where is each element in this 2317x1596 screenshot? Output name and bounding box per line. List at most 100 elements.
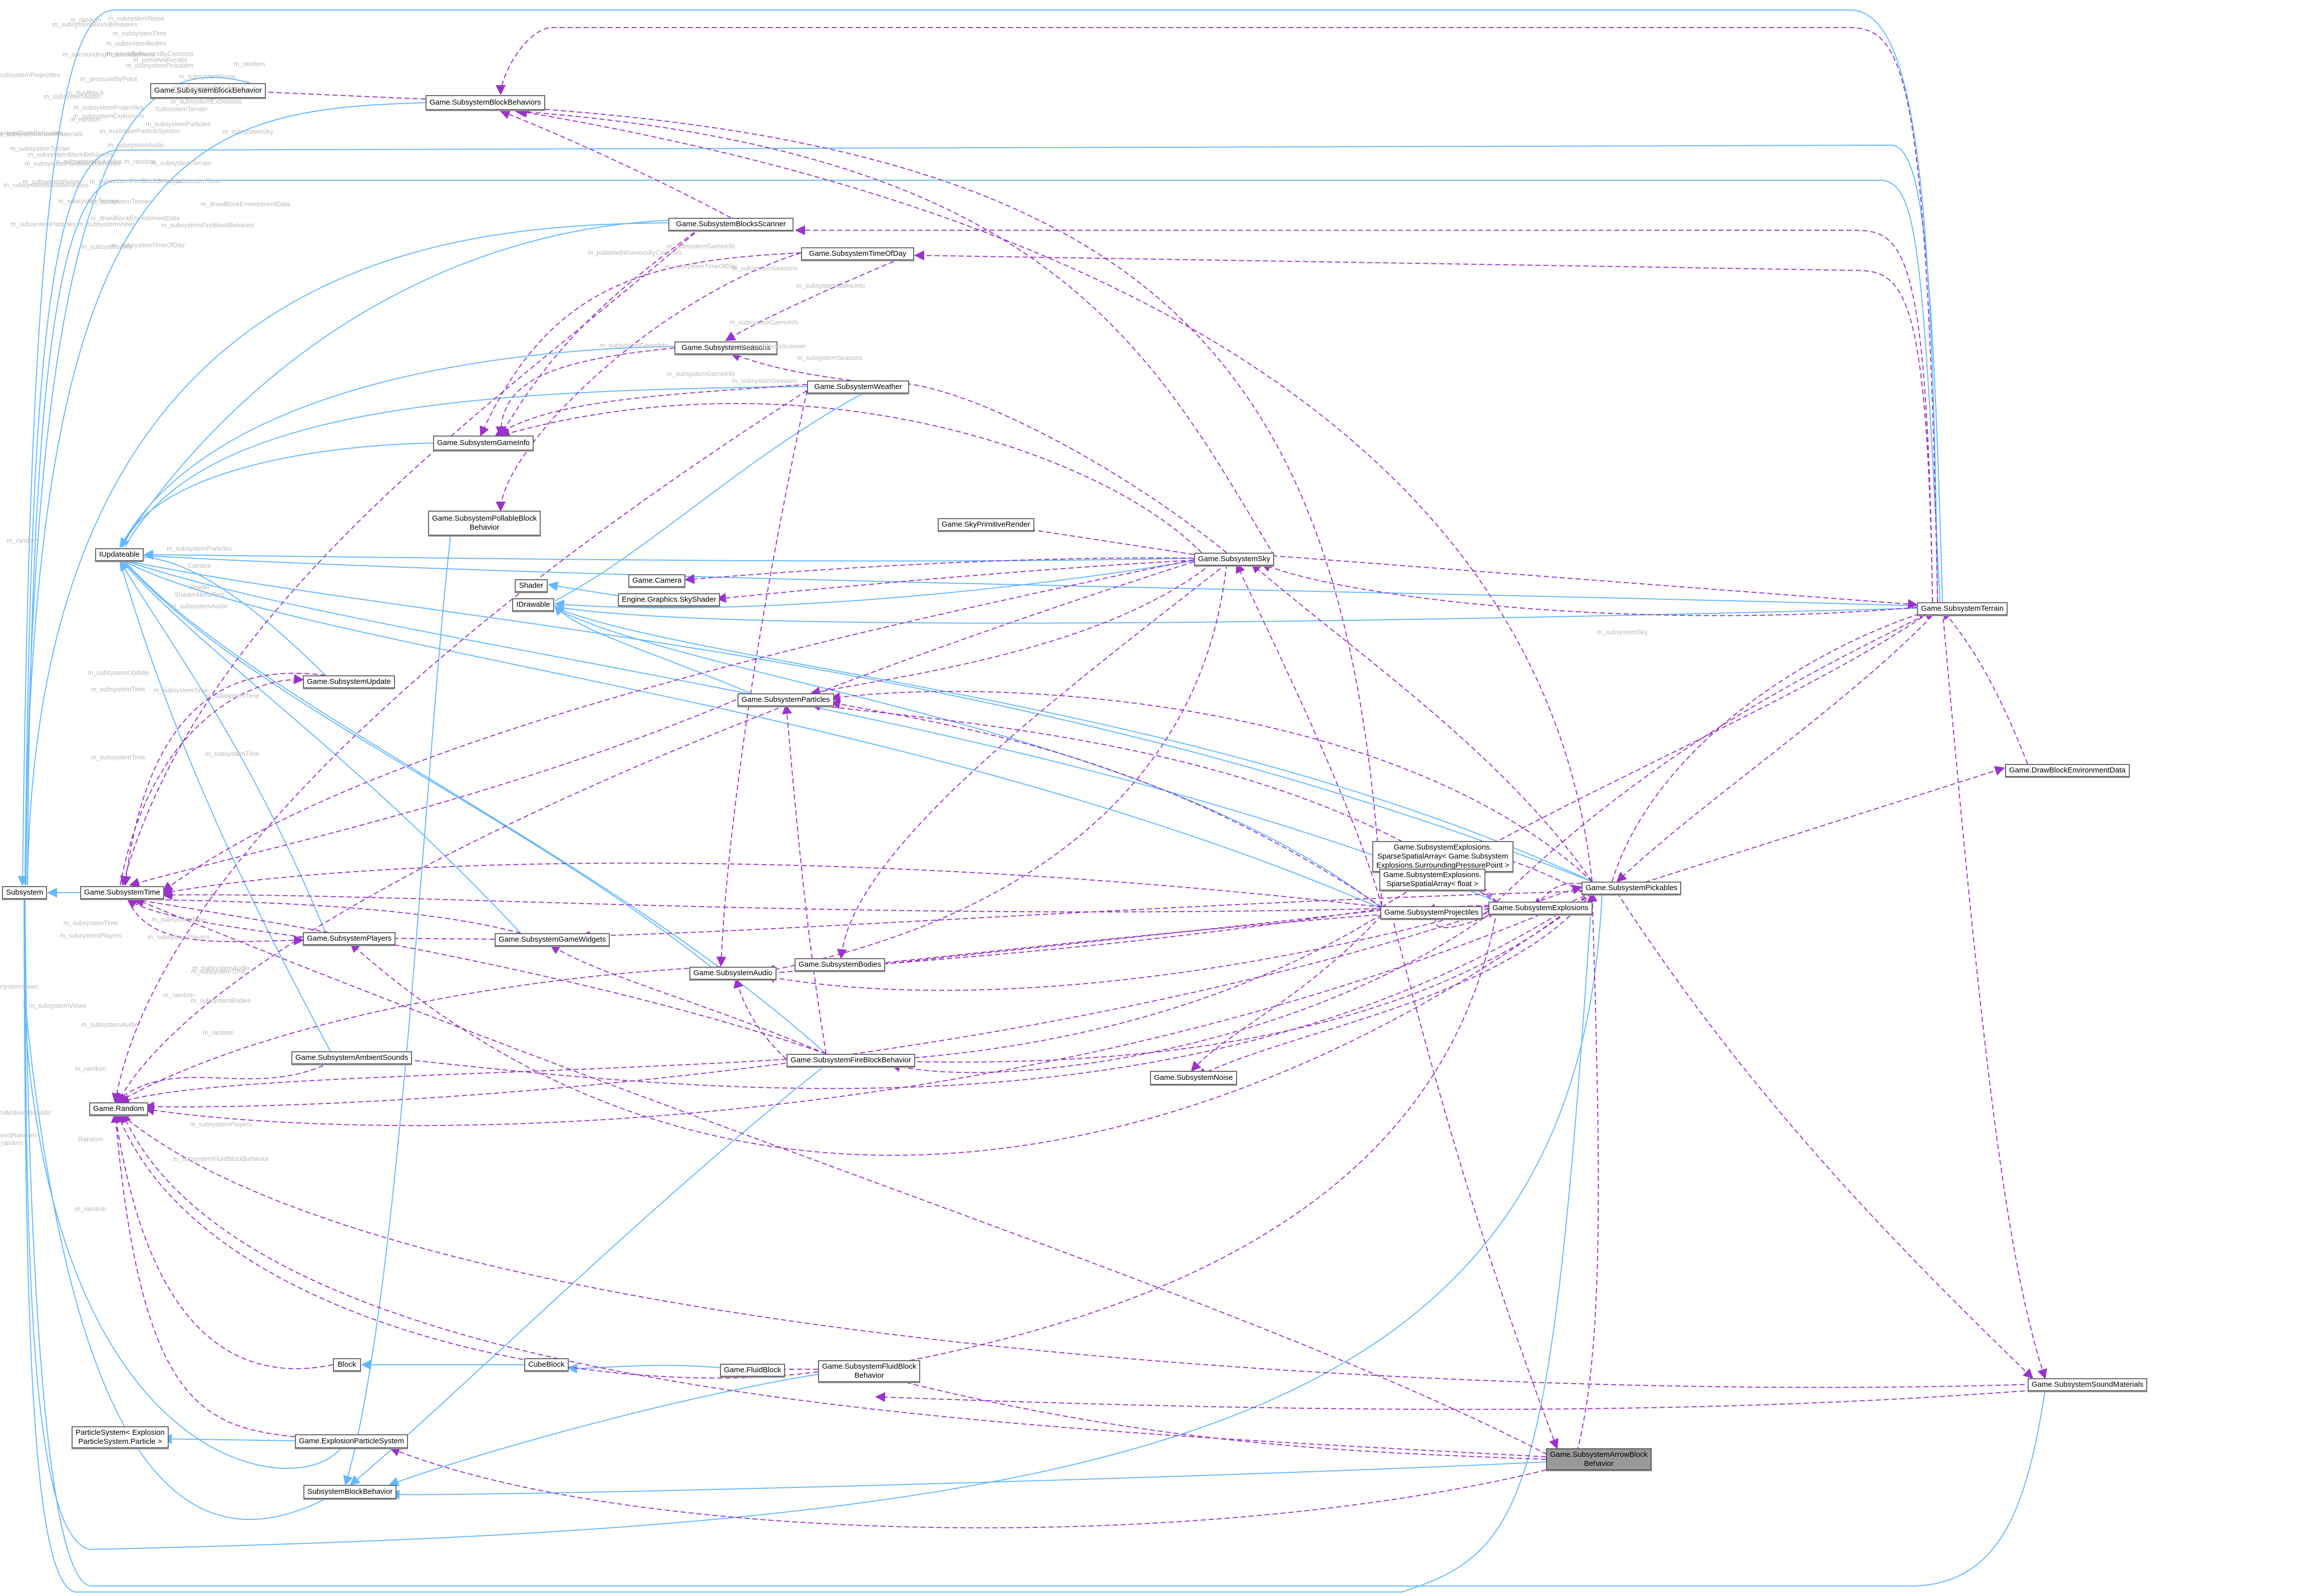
edge-label: m_subsystemTerrain <box>91 198 151 205</box>
edge-label: m_random <box>124 158 156 165</box>
edge-label: m_subsystemBlockBehaviors <box>4 181 89 189</box>
class-node-idrawable[interactable]: IDrawable <box>512 598 554 611</box>
class-node-ambient-sounds[interactable]: Game.SubsystemAmbientSounds <box>291 1051 413 1064</box>
edge-label: m_subsystemTime <box>153 686 208 694</box>
edge-label: m_random <box>75 1065 107 1072</box>
class-node-bodies[interactable]: Game.SubsystemBodies <box>795 958 886 971</box>
edge-label: m_drawBlockEnvironmentData <box>200 200 290 208</box>
edge-label: m_pollableBehaviorsByContents <box>588 249 682 256</box>
edge-label: m_subsystemProjectiles <box>0 71 61 79</box>
class-node-block-behavior[interactable]: Game.SubsystemBlockBehavior <box>150 83 266 98</box>
class-node-explosion-p-s[interactable]: Game.ExplosionParticleSystem <box>295 1434 409 1448</box>
class-node-iupdateable[interactable]: IUpdateable <box>95 548 144 561</box>
edge-label: m_subsystemExplosions <box>73 112 145 120</box>
class-node-terrain[interactable]: Game.SubsystemTerrain <box>1917 602 2008 615</box>
class-node-sparse-float[interactable]: Game.SubsystemExplosions. SparseSpatialA… <box>1379 869 1485 891</box>
class-node-pickables[interactable]: Game.SubsystemPickables <box>1582 882 1682 895</box>
edge-label: m_subsystemAudio <box>108 141 165 149</box>
class-node-game-info[interactable]: Game.SubsystemGameInfo <box>433 436 534 451</box>
inheritance-edges <box>18 10 2046 1592</box>
class-node-particle-system[interactable]: ParticleSystem< Explosion ParticleSystem… <box>72 1426 169 1448</box>
class-node-weather[interactable]: Game.SubsystemWeather <box>807 380 909 393</box>
edge-label: m_subsystemTime <box>91 753 146 761</box>
edge-label: m_primitiveRender <box>133 56 188 64</box>
edge-label: m_subsystemTime <box>205 750 260 757</box>
edge-label: m_subsystemPlayers <box>190 1120 252 1128</box>
edge-label: SubsystemTerrain <box>155 105 208 113</box>
edge-label: m_subsystemTime <box>112 30 167 37</box>
edge-label: m_fogSeedRandom m_random <box>0 1131 37 1146</box>
edge-label: m_subsystemUpdate <box>87 669 149 676</box>
class-node-subsystem-block-behavior[interactable]: SubsystemBlockBehavior <box>303 1485 397 1499</box>
class-node-projectiles[interactable]: Game.SubsystemProjectiles <box>1380 906 1483 919</box>
class-node-sky-shader[interactable]: Engine.Graphics.SkyShader <box>618 593 720 606</box>
edge-label: m_subsystemGameInfo <box>796 282 865 289</box>
edge-label: m_subsystemParticles <box>166 545 232 552</box>
edge-label: m_subsystemAmbientSounds <box>0 1109 51 1116</box>
edge-label: m_subsystemBlocksScanner <box>722 342 806 350</box>
class-node-fluid-block-behavior[interactable]: Game.SubsystemFluidBlock Behavior <box>818 1360 921 1382</box>
edge-label: m_subsystemAudio <box>81 1021 138 1028</box>
class-node-update[interactable]: Game.SubsystemUpdate <box>303 675 395 688</box>
edge-label: m_subsystemTimeOfDay <box>664 262 737 270</box>
class-node-draw-block-env[interactable]: Game.DrawBlockEnvironmentData <box>2005 764 2130 777</box>
class-node-pollable[interactable]: Game.SubsystemPollableBlock Behavior <box>428 511 541 536</box>
class-node-sparse-surrounding[interactable]: Game.SubsystemExplosions. SparseSpatialA… <box>1372 841 1513 872</box>
edge-label: Camera <box>187 562 211 569</box>
edge-label: m_subsystemViews <box>0 983 39 990</box>
edge-label: m_subsystemTime <box>91 685 146 693</box>
class-node-random[interactable]: Game.Random <box>89 1102 148 1115</box>
edge-label: m_surroundingPressureByPoint <box>63 51 155 58</box>
class-node-cube-block[interactable]: CubeBlock <box>524 1358 569 1371</box>
edge-label: m_subsystemTime <box>151 916 206 923</box>
class-node-time-of-day[interactable]: Game.SubsystemTimeOfDay <box>801 247 914 260</box>
class-node-block-behaviors[interactable]: Game.SubsystemBlockBehaviors <box>426 95 545 110</box>
class-node-audio[interactable]: Game.SubsystemAudio <box>689 967 777 980</box>
class-node-subsystem-time[interactable]: Game.SubsystemTime <box>80 886 164 899</box>
edge-label: m_subsystemFluidBlockBehavior <box>25 160 121 167</box>
edge-label: m_subsystemFireBlockBehavior <box>161 221 254 229</box>
edge-label: m_random <box>233 60 265 68</box>
class-node-arrow-block[interactable]: Game.SubsystemArrowBlock Behavior <box>1546 1448 1652 1470</box>
edge-label: m_random <box>70 116 102 123</box>
edge-label: m_subsystemPlayers <box>60 932 122 939</box>
edge-label: m_subsystemBodies <box>106 40 166 47</box>
class-node-fluid-block[interactable]: Game.FluidBlock <box>720 1364 786 1377</box>
edge-label: m_random <box>75 1205 107 1213</box>
class-node-camera[interactable]: Game.Camera <box>628 574 686 587</box>
class-node-particles[interactable]: Game.SubsystemParticles <box>737 693 834 706</box>
class-node-shader[interactable]: Shader <box>515 579 548 592</box>
edge-label: m_subsystemNoise <box>179 73 236 80</box>
edge-label: m_subsystemFluidBlockBehavior <box>173 1155 269 1162</box>
edge-label: m_subsystemBlockBehaviors <box>28 151 113 158</box>
edge-label: m_subsystemTime <box>63 919 118 927</box>
edge-label: Shader ShaderAlphaTest <box>174 583 224 598</box>
edge-label: m_subsystemSeasons <box>731 377 798 384</box>
class-node-sound-materials[interactable]: Game.SubsystemSoundMaterials <box>2028 1378 2148 1391</box>
edge-label: m_fluidBlock <box>67 89 104 97</box>
class-node-block[interactable]: Block <box>333 1358 361 1371</box>
edge-label: m_subsystemAudio <box>192 964 249 972</box>
edge-label: m_random <box>202 1029 234 1036</box>
class-node-players[interactable]: Game.SubsystemPlayers <box>303 932 396 945</box>
class-node-subsystem[interactable]: Subsystem <box>2 886 48 899</box>
class-node-fire-block[interactable]: Game.SubsystemFireBlockBehavior <box>787 1054 915 1067</box>
class-node-blocks-scanner[interactable]: Game.SubsystemBlocksScanner <box>668 218 794 231</box>
edge-label: m_subsystemPickables <box>54 158 122 165</box>
class-node-seasons[interactable]: Game.SubsystemSeasons <box>674 341 778 354</box>
class-node-noise[interactable]: Game.SubsystemNoise <box>1150 1071 1237 1085</box>
edge-label: m_random <box>7 537 39 544</box>
edge-label: m_subsystemFireBlockBehavior <box>90 177 183 185</box>
class-node-game-widgets[interactable]: Game.SubsystemGameWidgets <box>495 933 610 946</box>
edge-label: m_pressureByPoint <box>80 75 137 83</box>
edge-label: m_subsystemTimeOfDay <box>112 241 185 249</box>
class-node-sky[interactable]: Game.SubsystemSky <box>1194 553 1275 566</box>
class-node-explosions[interactable]: Game.SubsystemExplosions <box>1488 902 1593 915</box>
edge-label: m_subsystemViews <box>78 220 136 228</box>
edge-label: m_subsystemTerrain <box>10 145 70 152</box>
edge-label: m_explosionParticleSystem <box>100 127 180 135</box>
edge-label: m_subsystemBlockBehaviors <box>0 129 63 137</box>
class-node-sky-prim[interactable]: Game.SkyPrimitiveRender <box>938 518 1034 531</box>
edge-label: m_subsystemGameInfo <box>729 318 799 326</box>
